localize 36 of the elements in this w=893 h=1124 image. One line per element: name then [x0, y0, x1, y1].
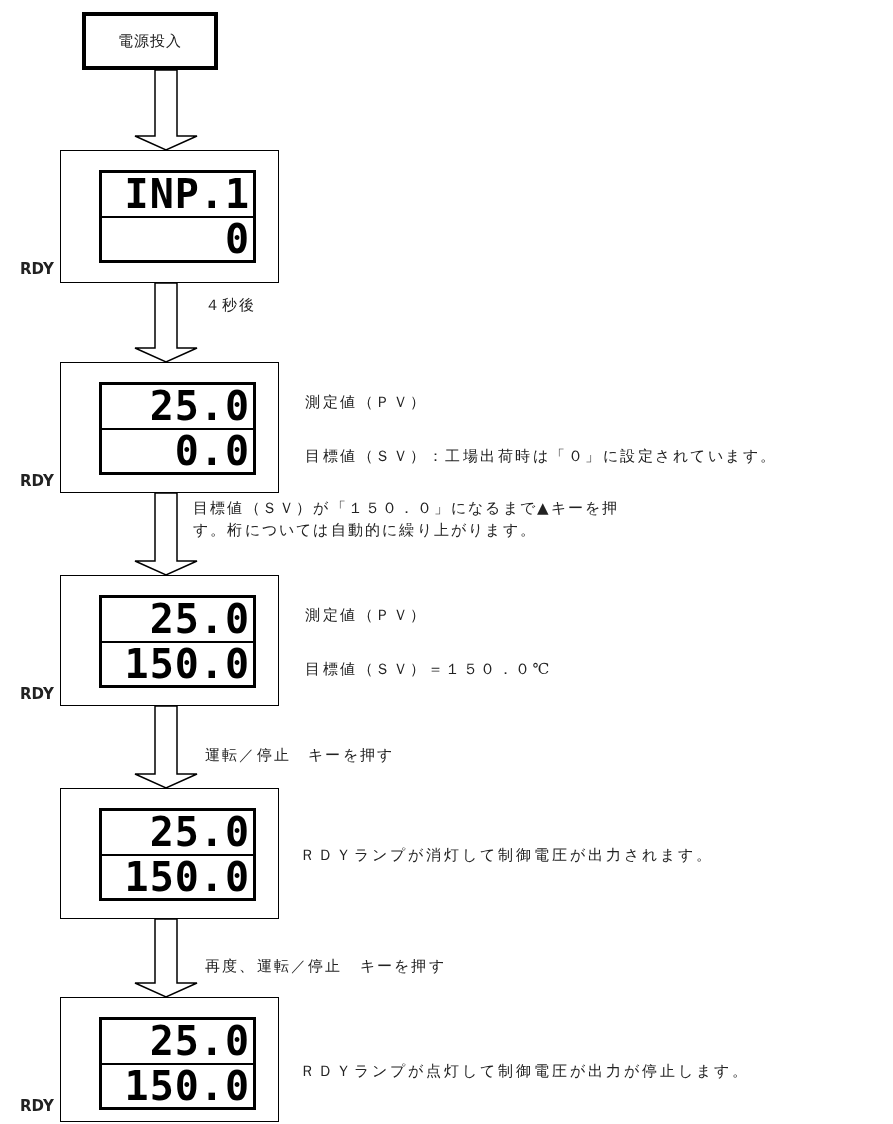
- description-text: ＲＤＹランプが点灯して制御電圧が出力が停止します。: [300, 1061, 750, 1082]
- indicator-label: RDY: [20, 471, 54, 492]
- display-panel: [60, 997, 279, 1122]
- segment-readout: 0.0: [174, 429, 250, 472]
- indicator-label: RDY: [20, 684, 54, 705]
- edge-label: 再度、運転／停止 キーを押す: [205, 956, 447, 977]
- segment-readout: 150.0: [124, 1064, 250, 1107]
- indicator-label: RDY: [20, 1096, 54, 1117]
- segment-readout: 25.0: [149, 598, 250, 641]
- description-text: 測定値（ＰＶ）: [305, 392, 428, 413]
- process-box: [82, 12, 218, 70]
- block-arrow: [134, 918, 198, 998]
- segment-readout: 0: [224, 217, 250, 260]
- step-title: 電源投入: [118, 31, 182, 51]
- description-text: 目標値（ＳＶ）：工場出荷時は「０」に設定されています。: [305, 446, 778, 467]
- segment-readout: 25.0: [149, 1020, 250, 1063]
- display-panel: [60, 150, 279, 283]
- display-panel: [60, 362, 279, 493]
- segment-readout: 150.0: [124, 855, 250, 898]
- edge-label: 目標値（ＳＶ）が「１５０．０」になるまで▲キーを押す。桁については自動的に繰り上がります。: [193, 498, 621, 541]
- description-text: 測定値（ＰＶ）: [305, 605, 428, 626]
- indicator-label: RDY: [20, 259, 54, 280]
- edge-label: 運転／停止 キーを押す: [205, 745, 396, 766]
- display-panel: [60, 788, 279, 919]
- block-arrow: [134, 69, 198, 151]
- description-text: ＲＤＹランプが消灯して制御電圧が出力されます。: [300, 845, 714, 866]
- block-arrow: [134, 282, 198, 363]
- edge-label: ４秒後: [205, 295, 258, 316]
- segment-readout: 25.0: [149, 385, 250, 428]
- segment-readout: INP.1: [124, 173, 250, 216]
- description-text: 目標値（ＳＶ）＝１５０．０℃: [305, 659, 552, 680]
- block-arrow: [134, 705, 198, 789]
- block-arrow: [134, 492, 198, 576]
- segment-readout: 150.0: [124, 642, 250, 685]
- segment-readout: 25.0: [149, 811, 250, 854]
- display-panel: [60, 575, 279, 706]
